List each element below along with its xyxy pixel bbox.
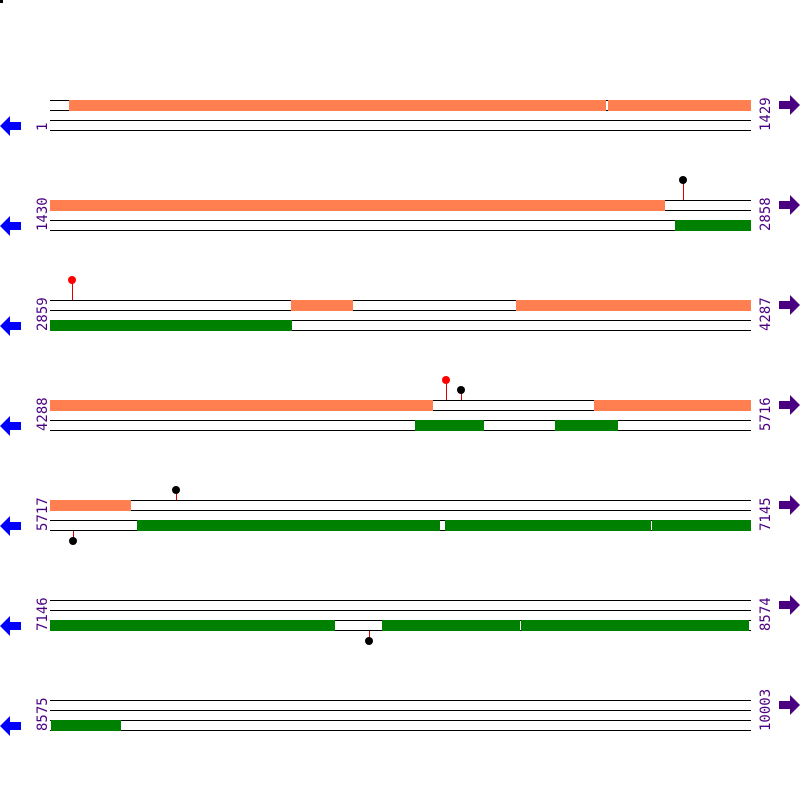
marker-stem: [369, 631, 370, 641]
forward-feature-block[interactable]: [50, 200, 665, 211]
reverse-feature-block[interactable]: [50, 620, 335, 631]
reverse-strand: [50, 520, 751, 531]
marker-stem: [446, 380, 447, 400]
marker-stem: [176, 490, 177, 500]
arrow-left-icon[interactable]: [0, 415, 22, 437]
sequence-row-3: 2859 4287: [0, 276, 800, 400]
red-site-marker-icon[interactable]: [442, 376, 451, 400]
reverse-feature-block[interactable]: [555, 420, 618, 431]
reverse-strand: [50, 120, 751, 131]
arrow-left-icon[interactable]: [0, 515, 22, 537]
reverse-feature-block[interactable]: [51, 720, 121, 731]
reverse-feature-block[interactable]: [137, 520, 440, 531]
reverse-feature-block[interactable]: [675, 220, 751, 231]
forward-feature-block[interactable]: [69, 100, 606, 111]
reverse-feature-block[interactable]: [415, 420, 484, 431]
marker-head: [365, 637, 373, 645]
sequence-row-7: 8575 10003: [0, 689, 800, 800]
forward-strand: [50, 600, 751, 611]
forward-feature-block[interactable]: [516, 300, 751, 311]
forward-strand: [50, 200, 751, 211]
forward-feature-block[interactable]: [50, 500, 131, 511]
arrow-right-icon[interactable]: [778, 594, 800, 616]
corner-marker: [0, 0, 3, 3]
marker-head: [457, 386, 465, 394]
arrow-right-icon[interactable]: [778, 294, 800, 316]
sequence-row-2: 1430 2858: [0, 176, 800, 300]
marker-head: [68, 276, 76, 284]
reverse-feature-block[interactable]: [652, 520, 751, 531]
row-end-position: 5716: [758, 397, 774, 431]
forward-feature-block[interactable]: [608, 100, 751, 111]
reverse-strand: [50, 720, 751, 731]
reverse-strand: [50, 420, 751, 431]
forward-feature-block[interactable]: [50, 400, 433, 411]
black-site-marker-icon[interactable]: [679, 176, 688, 200]
marker-head: [679, 176, 687, 184]
row-end-position: 10003: [758, 688, 774, 731]
reverse-feature-block[interactable]: [382, 620, 520, 631]
arrow-right-icon[interactable]: [778, 494, 800, 516]
arrow-left-icon[interactable]: [0, 215, 22, 237]
arrow-left-icon[interactable]: [0, 615, 22, 637]
arrow-right-icon[interactable]: [778, 394, 800, 416]
reverse-strand: [50, 620, 751, 631]
row-start-position: 1430: [35, 197, 51, 231]
black-site-marker-icon[interactable]: [365, 631, 374, 645]
marker-head: [442, 376, 450, 384]
row-start-position: 5717: [35, 497, 51, 531]
arrow-left-icon[interactable]: [0, 115, 22, 137]
sequence-row-4: 4288 5716: [0, 376, 800, 500]
black-site-marker-icon[interactable]: [172, 486, 181, 500]
black-site-marker-icon[interactable]: [457, 386, 466, 400]
marker-stem: [683, 180, 684, 200]
sequence-row-6: 7146 8574: [0, 595, 800, 700]
row-start-position: 7146: [35, 597, 51, 631]
marker-head: [69, 537, 77, 545]
arrow-left-icon[interactable]: [0, 715, 22, 737]
row-end-position: 4287: [758, 297, 774, 331]
forward-strand: [50, 400, 751, 411]
forward-feature-block[interactable]: [291, 300, 353, 311]
arrow-right-icon[interactable]: [778, 194, 800, 216]
arrow-left-icon[interactable]: [0, 315, 22, 337]
reverse-feature-block[interactable]: [50, 320, 292, 331]
black-site-marker-icon[interactable]: [69, 531, 78, 545]
reverse-feature-block[interactable]: [521, 620, 749, 631]
row-start-position: 2859: [35, 297, 51, 331]
arrow-right-icon[interactable]: [778, 94, 800, 116]
row-end-position: 7145: [758, 497, 774, 531]
marker-stem: [461, 390, 462, 400]
forward-feature-block[interactable]: [594, 400, 751, 411]
forward-strand: [50, 300, 751, 311]
row-start-position: 4288: [35, 397, 51, 431]
row-start-position: 8575: [35, 697, 51, 731]
marker-head: [172, 486, 180, 494]
row-end-position: 2858: [758, 197, 774, 231]
forward-strand: [50, 100, 751, 111]
row-start-position: 1: [35, 122, 51, 131]
reverse-strand: [50, 220, 751, 231]
arrow-right-icon[interactable]: [778, 694, 800, 716]
row-end-position: 1429: [758, 97, 774, 131]
red-site-marker-icon[interactable]: [68, 276, 77, 300]
forward-strand: [50, 500, 751, 511]
sequence-row-5: 5717 7145: [0, 486, 800, 600]
forward-strand: [50, 700, 751, 711]
marker-stem: [73, 531, 74, 541]
marker-stem: [72, 280, 73, 300]
row-end-position: 8574: [758, 597, 774, 631]
reverse-strand: [50, 320, 751, 331]
sequence-row-1: 1 1429: [0, 95, 800, 200]
reverse-feature-block[interactable]: [445, 520, 651, 531]
